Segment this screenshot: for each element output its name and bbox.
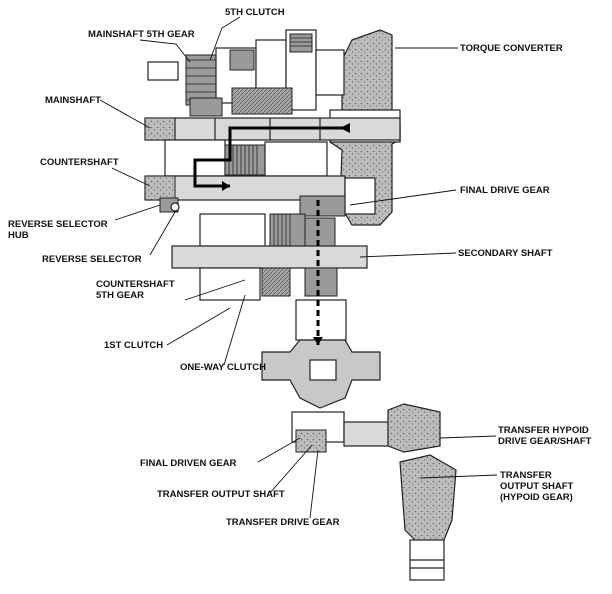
label-countershaft-fifth-gear-line1: COUNTERSHAFT [96,279,175,290]
label-transfer-output-hypoid-line3: (HYPOID GEAR) [500,492,573,503]
label-transfer-output-hypoid-line2: OUTPUT SHAFT [500,481,574,492]
label-final-drive-gear: FINAL DRIVE GEAR [460,185,550,196]
label-countershaft-fifth-gear-line2: 5TH GEAR [96,290,144,301]
label-transfer-output-hypoid-line1: TRANSFER [500,470,552,481]
label-transfer-hypoid-line1: TRANSFER HYPOID [498,425,589,436]
upper-gear-train [147,29,345,117]
secondary-shaft-body [171,213,368,341]
label-reverse-selector-hub-line1: REVERSE SELECTOR [8,219,108,230]
label-torque-converter: TORQUE CONVERTER [460,43,563,54]
label-secondary-shaft: SECONDARY SHAFT [458,248,553,259]
label-mainshaft: MAINSHAFT [45,95,101,106]
leader-lines [99,16,498,519]
label-final-driven-gear: FINAL DRIVEN GEAR [140,458,237,469]
power-flow-path [193,123,350,345]
label-reverse-selector: REVERSE SELECTOR [42,254,142,265]
label-first-clutch: 1ST CLUTCH [104,340,163,351]
differential-body [261,339,381,409]
label-fifth-clutch: 5TH CLUTCH [225,7,285,18]
label-transfer-output-shaft: TRANSFER OUTPUT SHAFT [157,489,285,500]
countershaft-body [144,139,376,217]
label-transfer-hypoid-line2: DRIVE GEAR/SHAFT [498,436,592,447]
label-transfer-drive-gear: TRANSFER DRIVE GEAR [226,517,340,528]
label-mainshaft-fifth-gear: MAINSHAFT 5TH GEAR [88,29,195,40]
label-one-way-clutch: ONE-WAY CLUTCH [180,362,266,373]
label-reverse-selector-hub-line2: HUB [8,230,29,241]
label-countershaft: COUNTERSHAFT [40,157,119,168]
transfer-assembly [291,403,457,581]
